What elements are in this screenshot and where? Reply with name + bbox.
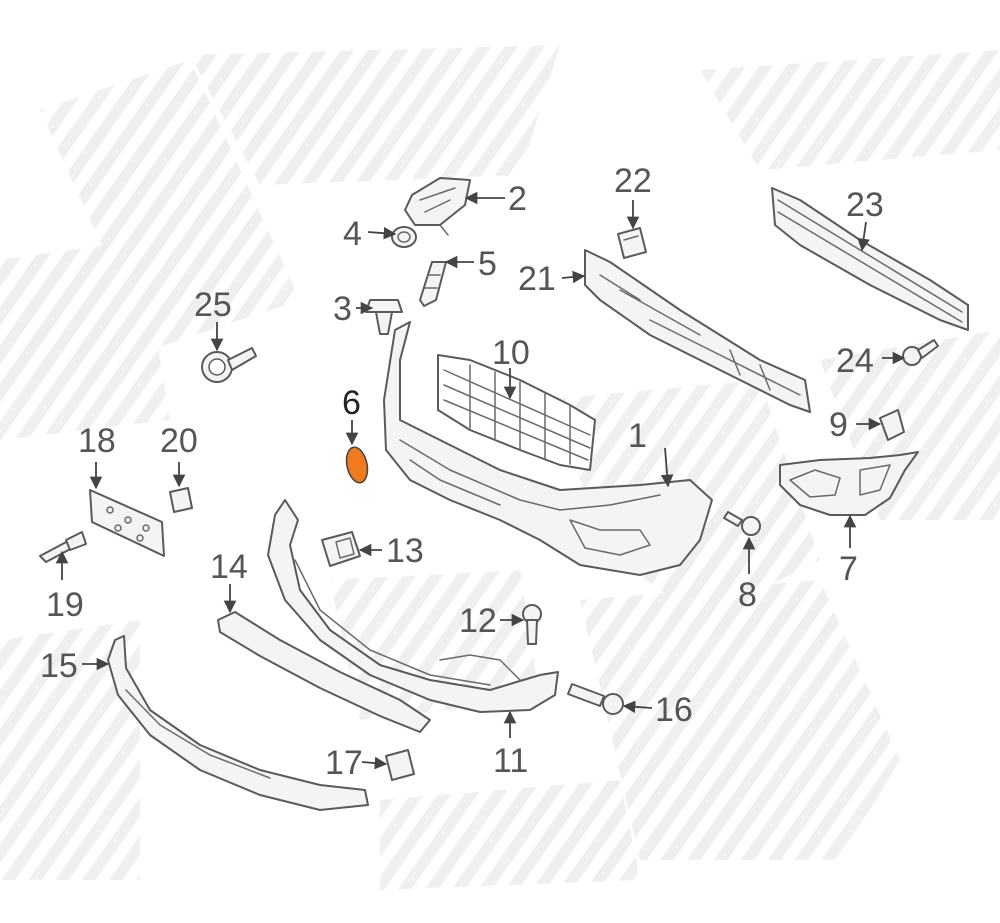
callout-21: 21	[518, 260, 556, 298]
part-11-lower-cover	[267, 499, 559, 713]
part-10-grille	[437, 354, 596, 471]
callout-9: 9	[829, 406, 848, 444]
part-23-reinforcement-beam	[771, 187, 969, 331]
part-25-tow-eye	[201, 347, 257, 383]
part-17-nut	[385, 749, 415, 781]
part-14-lower-trim	[217, 611, 431, 733]
part-2-bracket	[404, 177, 471, 236]
callout-3: 3	[333, 290, 352, 328]
part-21-absorber-bracket	[584, 249, 811, 413]
callout-24: 24	[836, 342, 874, 380]
callout-15: 15	[40, 647, 78, 685]
callout-4: 4	[343, 215, 362, 253]
callout-5: 5	[478, 245, 497, 283]
callout-6: 6	[342, 384, 361, 422]
callout-13: 13	[386, 532, 424, 570]
part-18-license-bracket	[89, 489, 165, 557]
part-5-pin	[419, 261, 447, 307]
part-20-clip	[169, 487, 193, 513]
callout-8: 8	[738, 576, 757, 614]
part-15-spoiler	[107, 635, 369, 811]
callout-10: 10	[492, 334, 530, 372]
callout-22: 22	[614, 162, 652, 200]
part-12-bolt	[522, 604, 542, 645]
callout-2: 2	[508, 180, 527, 218]
part-6-cap	[345, 446, 369, 484]
callout-11: 11	[493, 742, 528, 780]
leader-lines	[55, 191, 906, 770]
part-19-bolt	[39, 531, 87, 563]
part-22-nut	[617, 227, 647, 259]
callout-23: 23	[846, 186, 884, 224]
part-9-clip	[879, 409, 905, 441]
part-3-push-clip	[365, 299, 403, 335]
callout-19: 19	[46, 586, 84, 624]
part-13-retainer	[321, 531, 361, 567]
callout-1: 1	[628, 417, 647, 455]
callout-25: 25	[194, 286, 232, 324]
callout-16: 16	[655, 691, 693, 729]
callout-20: 20	[160, 422, 198, 460]
part-24-bolt	[902, 339, 939, 366]
part-4-clip	[391, 226, 417, 248]
callout-18: 18	[78, 422, 116, 460]
callout-labels: 1 2 3 4 5 6 7 8 9 10 11 12 13 14 15 16 1…	[40, 162, 884, 782]
callout-14: 14	[210, 548, 248, 586]
part-7-lamp-bezel	[779, 451, 919, 516]
callout-12: 12	[459, 602, 497, 640]
part-8-bolt	[723, 511, 761, 536]
callout-7: 7	[839, 550, 858, 588]
part-1-bumper-cover	[383, 321, 713, 576]
callout-17: 17	[325, 744, 363, 782]
